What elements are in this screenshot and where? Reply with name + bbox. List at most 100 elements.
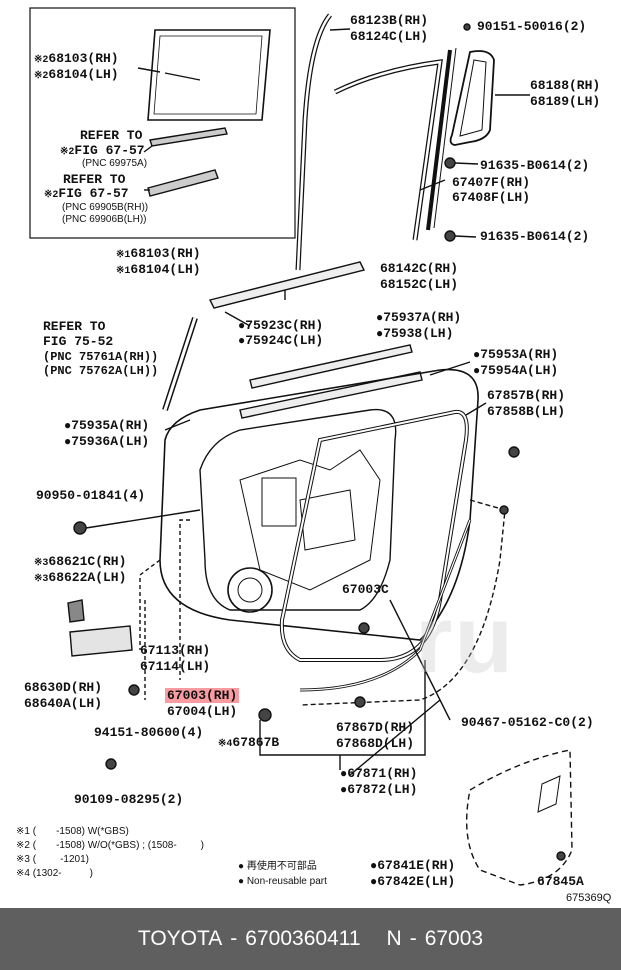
refer1-line1: REFER TO — [80, 128, 143, 143]
nonreusable-dot: ● — [340, 783, 348, 797]
label-68142c: 68142C(RH) — [380, 261, 459, 276]
label-67871: 67871(RH) — [347, 766, 418, 781]
nonreusable-dot: ● — [64, 419, 72, 433]
label-90151: 90151-50016(2) — [477, 19, 587, 34]
label-67004: 67004(LH) — [167, 704, 238, 719]
refer2-line3: (PNC 69905B(RH)) — [62, 202, 149, 213]
footer-separator: - — [409, 927, 417, 950]
label-75935a: 75935A(RH) — [71, 418, 150, 433]
nonreusable-dot: ● — [376, 327, 384, 341]
label-90950: 90950-01841(4) — [36, 488, 146, 503]
label-68622a: 68622A(LH) — [48, 570, 127, 585]
nonreusable-dot: ● — [473, 348, 481, 362]
label-67867b: 67867B — [232, 735, 280, 750]
label-68123b: 68123B(RH) — [350, 13, 429, 28]
refer3-line4: (PNC 75762A(LH)) — [43, 364, 159, 378]
refer2-line2: FIG 67-57 — [58, 186, 129, 201]
footer-pnc: 67003 — [424, 927, 484, 950]
note2-key: ※2 ( — [16, 840, 37, 851]
prefix-x1: ※1 — [116, 250, 131, 261]
nonreusable-dot: ● — [370, 875, 378, 889]
label-67868d: 67868D(LH) — [336, 736, 415, 751]
label-75954a: 75954A(LH) — [480, 363, 559, 378]
label-68103-mid: 68103(RH) — [130, 246, 201, 261]
refer3-line3: (PNC 75761A(RH)) — [43, 350, 159, 364]
label-67867d: 67867D(RH) — [336, 720, 415, 735]
label-67841e: 67841E(RH) — [377, 858, 456, 873]
label-68621c: 68621C(RH) — [48, 554, 127, 569]
footer-separator: - — [230, 927, 238, 950]
label-68104-mid: 68104(LH) — [130, 262, 201, 277]
label-91635-b: 91635-B0614(2) — [480, 229, 590, 244]
refer2-line1: REFER TO — [63, 172, 126, 187]
footer-part-number: 6700360411 — [245, 927, 361, 950]
nonreusable-dot: ● — [473, 364, 481, 378]
label-94151: 94151-80600(4) — [94, 725, 204, 740]
label-67857b: 67857B(RH) — [487, 388, 566, 403]
door-exploded-drawing — [29, 7, 573, 886]
label-75923c: 75923C(RH) — [245, 318, 324, 333]
nonreusable-dot: ● — [238, 861, 245, 872]
nonreusable-dot: ● — [376, 311, 384, 325]
label-67408f: 67408F(LH) — [452, 190, 531, 205]
note2-end: ) — [200, 840, 204, 851]
label-75938: 75938(LH) — [383, 326, 454, 341]
figure-code: 675369Q — [566, 892, 612, 904]
refer1-line2: FIG 67-57 — [74, 143, 145, 158]
label-67407f: 67407F(RH) — [452, 175, 531, 190]
refer2-line4: (PNC 69906B(LH)) — [62, 214, 147, 225]
prefix-x2: ※2 — [60, 147, 75, 158]
prefix-x4: ※4 — [218, 739, 233, 750]
label-67114: 67114(LH) — [140, 659, 211, 674]
label-75924c: 75924C(LH) — [245, 333, 324, 348]
note3-value: -1201) — [60, 854, 89, 865]
prefix-x2: ※2 — [34, 55, 49, 66]
label-68104-top: 68104(LH) — [48, 67, 119, 82]
label-68640a: 68640A(LH) — [24, 696, 103, 711]
watermark: ru — [415, 586, 515, 693]
footer-code: N — [386, 927, 402, 950]
label-68189: 68189(LH) — [530, 94, 601, 109]
legend-japanese: 再使用不可部品 — [246, 861, 317, 872]
label-68124c: 68124C(LH) — [350, 29, 429, 44]
prefix-x2: ※2 — [44, 190, 59, 201]
label-67858b: 67858B(LH) — [487, 404, 566, 419]
note3-key: ※3 ( — [16, 854, 37, 865]
note2-value: -1508) W/O(*GBS) ; (1508- — [56, 840, 177, 851]
label-75936a: 75936A(LH) — [71, 434, 150, 449]
nonreusable-dot: ● — [64, 435, 72, 449]
prefix-x3: ※3 — [34, 558, 49, 569]
label-90109: 90109-08295(2) — [74, 792, 184, 807]
label-67845a: 67845A — [537, 874, 584, 889]
note1-value: -1508) W(*GBS) — [56, 826, 129, 837]
label-68103-top: 68103(RH) — [48, 51, 119, 66]
prefix-x1: ※1 — [116, 266, 131, 277]
refer1-line3: (PNC 69975A) — [82, 158, 148, 169]
label-67842e: 67842E(LH) — [377, 874, 456, 889]
label-90467: 90467-05162-C0(2) — [461, 715, 594, 730]
note4-key: ※4 (1302- — [16, 868, 62, 879]
label-68630d: 68630D(RH) — [24, 680, 103, 695]
nonreusable-dot: ● — [238, 876, 245, 887]
label-67872: 67872(LH) — [347, 782, 418, 797]
nonreusable-dot: ● — [370, 859, 378, 873]
label-67113: 67113(RH) — [140, 643, 211, 658]
nonreusable-dot: ● — [238, 319, 246, 333]
nonreusable-dot: ● — [340, 767, 348, 781]
label-75937a: 75937A(RH) — [383, 310, 462, 325]
nonreusable-dot: ● — [238, 334, 246, 348]
label-91635-a: 91635-B0614(2) — [480, 158, 590, 173]
label-68188: 68188(RH) — [530, 78, 601, 93]
label-67003c: 67003C — [342, 582, 389, 597]
prefix-x3: ※3 — [34, 574, 49, 585]
label-68152c: 68152C(LH) — [380, 277, 459, 292]
refer3-line1: REFER TO — [43, 319, 106, 334]
note1-key: ※1 ( — [16, 826, 37, 837]
refer3-line2: FIG 75-52 — [43, 334, 114, 349]
label-67003-highlighted: 67003(RH) — [165, 688, 240, 703]
label-75953a: 75953A(RH) — [480, 347, 559, 362]
note4-end: ) — [89, 868, 93, 879]
footer-brand: TOYOTA — [137, 927, 223, 950]
legend-english: Non-reusable part — [246, 876, 327, 887]
part-footer-bar: TOYOTA - 6700360411 N - 67003 — [0, 908, 621, 970]
